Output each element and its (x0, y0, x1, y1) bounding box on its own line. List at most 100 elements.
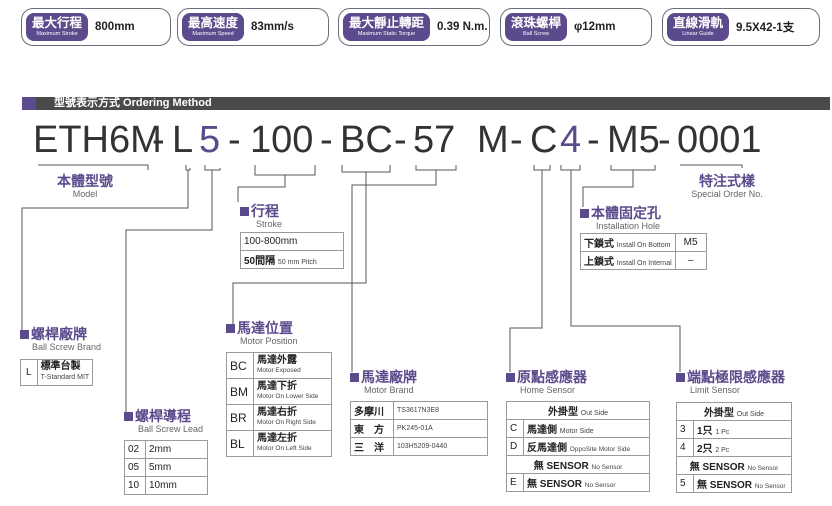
home-subtitle: Home Sensor (520, 385, 576, 395)
square-bullet-icon (350, 373, 359, 382)
spec-value: 0.39 N.m. (437, 21, 488, 33)
table-row: 外掛型 Out Side (506, 401, 650, 420)
brand-subtitle: Ball Screw Brand (32, 342, 102, 352)
code-dash: - (394, 119, 407, 161)
table-row: 外掛型 Out Side (676, 402, 792, 421)
table-cell: 外掛型 Out Side (506, 401, 650, 420)
table-cell: 50間隔 50 mm Pitch (240, 250, 344, 269)
table-cell: 3 (676, 420, 694, 439)
table-cell: 馬達側 Motor Side (523, 419, 650, 438)
table-cell: 02 (124, 440, 146, 459)
table-cell: 100-800mm (240, 232, 344, 251)
table-cell: 5mm (145, 458, 208, 477)
install-cn: 上鎖式 (584, 257, 614, 268)
table-cell: 103H5209-0440 (393, 437, 488, 456)
table-cell: TS3617N3E8 (393, 401, 488, 420)
table-cell: 4 (676, 438, 694, 457)
table-row: 無 SENSOR No Sensor (676, 456, 792, 475)
table-cell: M5 (674, 233, 707, 252)
install-title-text: 本體固定孔 (591, 205, 661, 221)
square-bullet-icon (226, 324, 235, 333)
motor-brand-title: 馬達廠牌 Motor Brand (350, 369, 417, 396)
limit-hdr-cn: 外掛型 (703, 408, 734, 419)
limit-last-en: No Sensor (754, 483, 786, 490)
motor-position-title: 馬達位置 Motor Position (226, 320, 298, 347)
table-cell: 無 SENSOR No Sensor (676, 456, 792, 475)
brand-cn: 標準台製 (40, 361, 81, 372)
code-motor-pos: BC (340, 119, 393, 161)
table-row: 100-800mm (240, 232, 344, 251)
ball-screw-lead-title: 螺桿導程 Ball Screw Lead (124, 408, 203, 435)
square-bullet-icon (20, 330, 29, 339)
install-en: Install On Bottom (616, 242, 671, 249)
stroke-pitch-en: 50 mm Pitch (277, 259, 317, 266)
code-dash: - (320, 119, 333, 161)
motor-pos-en: Motor Exposed (257, 367, 301, 374)
limit-last-cn: 無 SENSOR (697, 480, 753, 491)
table-cell: 多摩川 (350, 401, 394, 420)
lead-title-text: 螺桿導程 (135, 408, 191, 424)
code-dash: - (510, 119, 523, 161)
table-cell: 2只 2 Pc (693, 438, 792, 457)
model-title-text: 本體型號 (57, 173, 113, 189)
stroke-pitch: 50間隔 (244, 256, 276, 267)
table-cell: C (506, 419, 524, 438)
table-cell: 5 (676, 474, 694, 493)
table-cell: BC (226, 352, 254, 379)
motor-brand-subtitle: Motor Brand (364, 385, 414, 395)
ball-screw-brand-title: 螺桿廠牌 Ball Screw Brand (20, 326, 101, 353)
square-bullet-icon (580, 209, 589, 218)
install-subtitle: Installation Hole (596, 221, 661, 231)
code-dash: - (587, 119, 600, 161)
brand-title-text: 螺桿廠牌 (31, 326, 87, 342)
square-bullet-icon (124, 412, 133, 421)
home-last-cn: 無 SENSOR (527, 479, 583, 490)
table-cell: 2mm (145, 440, 208, 459)
brand-en: T-Standard MIT (40, 374, 90, 381)
motor-pos-cn: 馬達外露 (257, 355, 297, 366)
banner-square (22, 97, 36, 110)
table-row: 50間隔 50 mm Pitch (240, 250, 344, 269)
motor-pos-cn: 馬達右折 (257, 407, 297, 418)
table-cell: 三 洋 (350, 437, 394, 456)
table-cell: 上鎖式 Install On Internal (580, 251, 676, 270)
table-cell: 標準台製 T-Standard MIT (36, 359, 94, 386)
motor-pos-title-text: 馬達位置 (237, 320, 293, 336)
limit-sensor-title: 端點極限感應器 Limit Sensor (676, 369, 785, 396)
spec-value: 800mm (95, 21, 135, 33)
code-lead: 5 (199, 119, 221, 161)
model-subtitle: Model (72, 189, 98, 199)
table-cell: 下鎖式 Install On Bottom (580, 233, 676, 252)
code-home-sensor: C (530, 119, 558, 161)
table-cell: – (674, 251, 707, 270)
install-hole-title: 本體固定孔 Installation Hole (580, 205, 661, 232)
limit-subtitle: Limit Sensor (690, 385, 741, 395)
table-row: 上鎖式 Install On Internal– (580, 251, 707, 270)
table-cell: BL (226, 430, 254, 457)
square-bullet-icon (240, 207, 249, 216)
special-title-text: 特注式樣 (699, 173, 755, 189)
stroke-subtitle: Stroke (256, 219, 283, 229)
